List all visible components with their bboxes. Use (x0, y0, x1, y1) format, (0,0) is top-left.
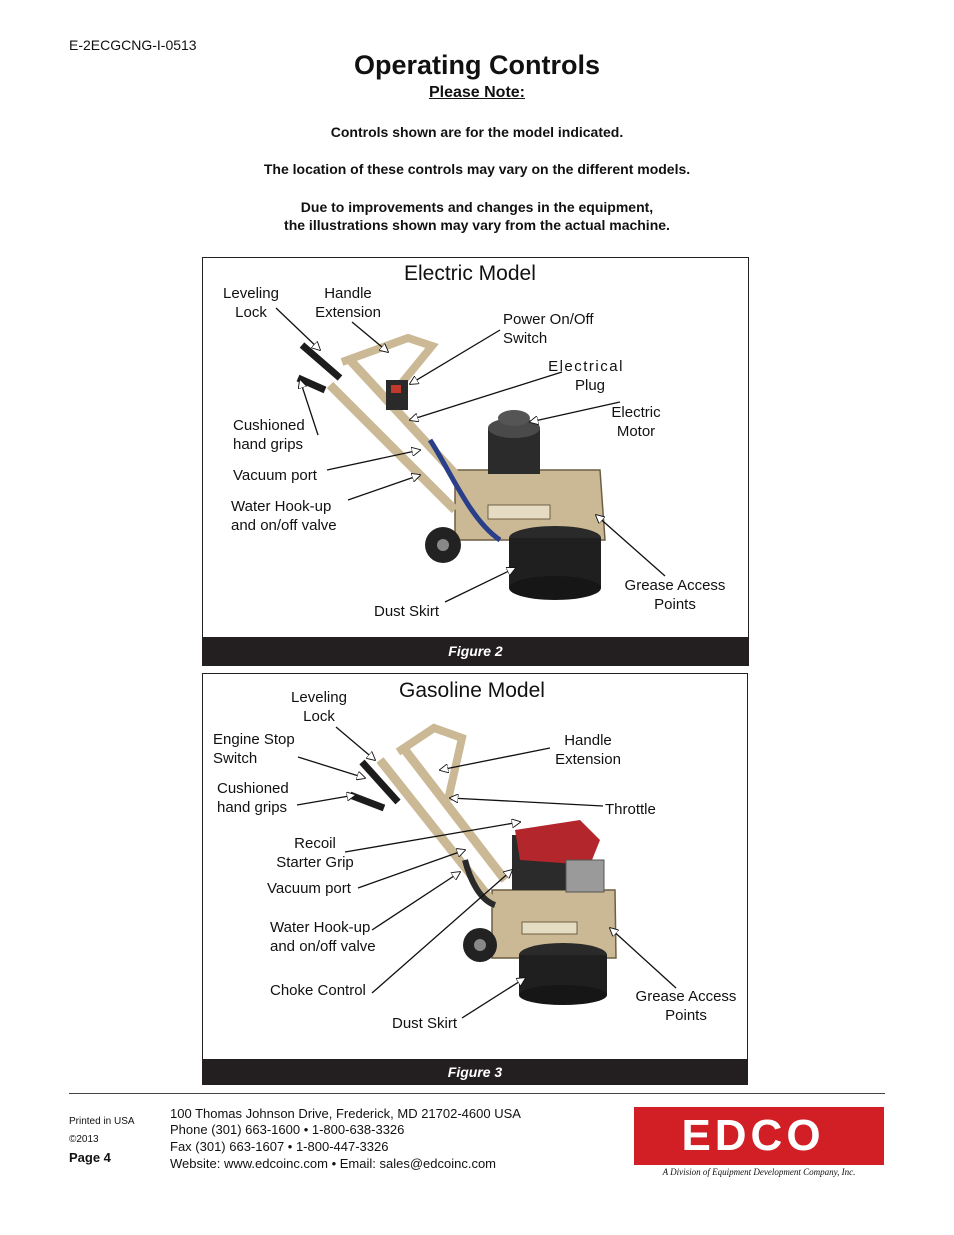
footer-divider (69, 1093, 885, 1094)
fig3-throttle-label: Throttle (605, 800, 656, 819)
footer-fax: Fax (301) 663-1607 • 1-800-447-3326 (170, 1138, 388, 1155)
edco-logo-text: EDCO (634, 1107, 872, 1165)
printed-in: Printed in USA (69, 1116, 135, 1127)
fig3-vacuum-port-label: Vacuum port (267, 879, 351, 898)
copyright: ©2013 (69, 1134, 99, 1145)
footer-website: Website: www.edcoinc.com • Email: sales@… (170, 1155, 496, 1172)
edco-logo-tagline: A Division of Equipment Development Comp… (634, 1167, 884, 1177)
gasoline-machine-image (350, 728, 616, 1005)
footer-address: 100 Thomas Johnson Drive, Frederick, MD … (170, 1105, 521, 1122)
fig3-choke-control-label: Choke Control (270, 981, 366, 1000)
figure-3-caption: Figure 3 (202, 1059, 748, 1085)
page-number: Page 4 (69, 1150, 111, 1165)
fig3-dust-skirt-label: Dust Skirt (392, 1014, 457, 1033)
footer-phone: Phone (301) 663-1600 • 1-800-638-3326 (170, 1121, 404, 1138)
